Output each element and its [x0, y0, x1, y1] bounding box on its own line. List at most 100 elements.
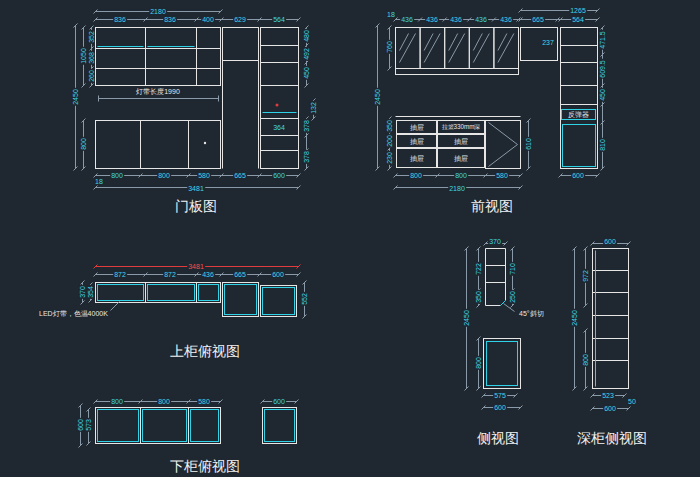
dimension-tick	[139, 174, 143, 178]
dimension-tick	[187, 174, 191, 178]
dimension-tick	[584, 247, 588, 251]
dimension-text: 18	[386, 11, 396, 18]
dimension-text: 665	[531, 16, 545, 23]
dimension-text: 436	[201, 271, 215, 278]
cabinet-outline	[593, 249, 629, 389]
dimension-tick	[81, 301, 85, 305]
dimension-text: 471.5	[599, 30, 606, 50]
cabinet-outline	[261, 119, 299, 136]
inner-line	[595, 251, 596, 387]
dimension-tick	[484, 174, 488, 178]
dimension-text: 836	[113, 16, 127, 23]
dimension-tick	[601, 84, 605, 88]
dimension-text: 450	[303, 66, 310, 80]
inner-outline	[148, 285, 195, 301]
cabinet-line	[486, 248, 506, 249]
dimension-tick	[82, 119, 86, 123]
dimension-tick	[394, 186, 398, 190]
glass-hatch	[424, 34, 433, 51]
cabinet-outline	[96, 283, 146, 303]
inner-outline	[199, 285, 219, 301]
glass-door	[445, 28, 470, 69]
dimension-tick	[559, 174, 563, 178]
dimension-tick	[596, 18, 600, 22]
dimension-tick	[303, 315, 307, 319]
dimension-text: 552	[301, 292, 308, 306]
dimension-tick	[601, 103, 605, 107]
dimension-tick	[94, 400, 98, 404]
dimension-tick	[303, 281, 307, 285]
leader-line	[504, 304, 515, 312]
dimension-tick	[527, 167, 531, 171]
dimension-text: 872	[163, 271, 177, 278]
tall-door	[563, 125, 596, 167]
handle-dot	[204, 142, 206, 144]
dimension-tick	[258, 18, 262, 22]
dimension-tick	[74, 24, 78, 28]
dimension-tick	[82, 84, 86, 88]
dimension-tick	[573, 387, 577, 391]
glass-door	[396, 28, 421, 69]
dimension-text: 609.5	[599, 59, 606, 79]
dimension-text: 1265	[569, 7, 587, 14]
shelf-line	[593, 315, 629, 316]
dimension-text: 2450	[374, 88, 381, 106]
dimension-tick	[74, 167, 78, 171]
drawer-box: 抽屉	[437, 148, 485, 168]
shelf-line	[593, 292, 629, 293]
dimension-text: 665	[233, 172, 247, 179]
dimension-tick	[305, 61, 309, 65]
drawer-box: 抽屉	[437, 134, 485, 148]
dimension-text: 480	[303, 29, 310, 43]
dimension-text: 2180	[448, 185, 466, 192]
cabinet-outline	[521, 28, 558, 61]
dimension-text: 436	[449, 16, 463, 23]
dimension-tick	[144, 18, 148, 22]
inner-outline	[225, 285, 257, 315]
drawer-label: 抽屉	[410, 155, 424, 162]
view-title: 门板图	[173, 198, 219, 214]
dimension-text: 810	[599, 138, 606, 152]
dimension-text: 710	[509, 262, 516, 276]
dimension-text: 2450	[571, 309, 578, 327]
dimension-text: 872	[113, 271, 127, 278]
base-door	[486, 121, 521, 169]
cabinet-outline	[146, 49, 197, 69]
light-strip-line	[99, 98, 219, 99]
dimension-tick	[305, 167, 309, 171]
dimension-text: 600	[603, 405, 617, 412]
dimension-tick	[79, 444, 83, 448]
drawer-box: 抽屉	[396, 134, 437, 148]
dimension-text: 132	[310, 101, 317, 115]
glass-door	[469, 28, 494, 69]
dimension-tick	[94, 10, 98, 14]
dimension-tick	[139, 400, 143, 404]
dimension-tick	[94, 18, 98, 22]
cabinet-outline	[197, 69, 221, 86]
shelf-line	[593, 338, 629, 339]
dimension-tick	[258, 273, 262, 277]
dimension-tick	[94, 265, 98, 269]
dimension-text: 436	[425, 16, 439, 23]
drawer-label: 抽屉	[410, 124, 424, 131]
dimension-tick	[511, 247, 515, 251]
cabinet-outline	[189, 121, 221, 169]
dimension-tick	[559, 18, 563, 22]
dimension-tick	[601, 53, 605, 57]
dimension-text: 800	[157, 172, 171, 179]
dimension-tick	[601, 121, 605, 125]
dimension-tick	[195, 18, 199, 22]
cabinet-outline	[223, 28, 259, 61]
dimension-tick	[220, 174, 224, 178]
dimension-text: 629	[233, 16, 247, 23]
dimension-tick	[601, 167, 605, 171]
dimension-text: 3481	[187, 185, 205, 192]
dimension-tick	[297, 265, 301, 269]
dimension-tick	[89, 299, 93, 303]
dimension-text: 800	[582, 353, 589, 367]
cabinet-outline	[261, 46, 299, 63]
dimension-tick	[388, 26, 392, 30]
dimension-tick	[219, 400, 223, 404]
dimension-tick	[220, 18, 224, 22]
counter-line	[396, 116, 521, 117]
